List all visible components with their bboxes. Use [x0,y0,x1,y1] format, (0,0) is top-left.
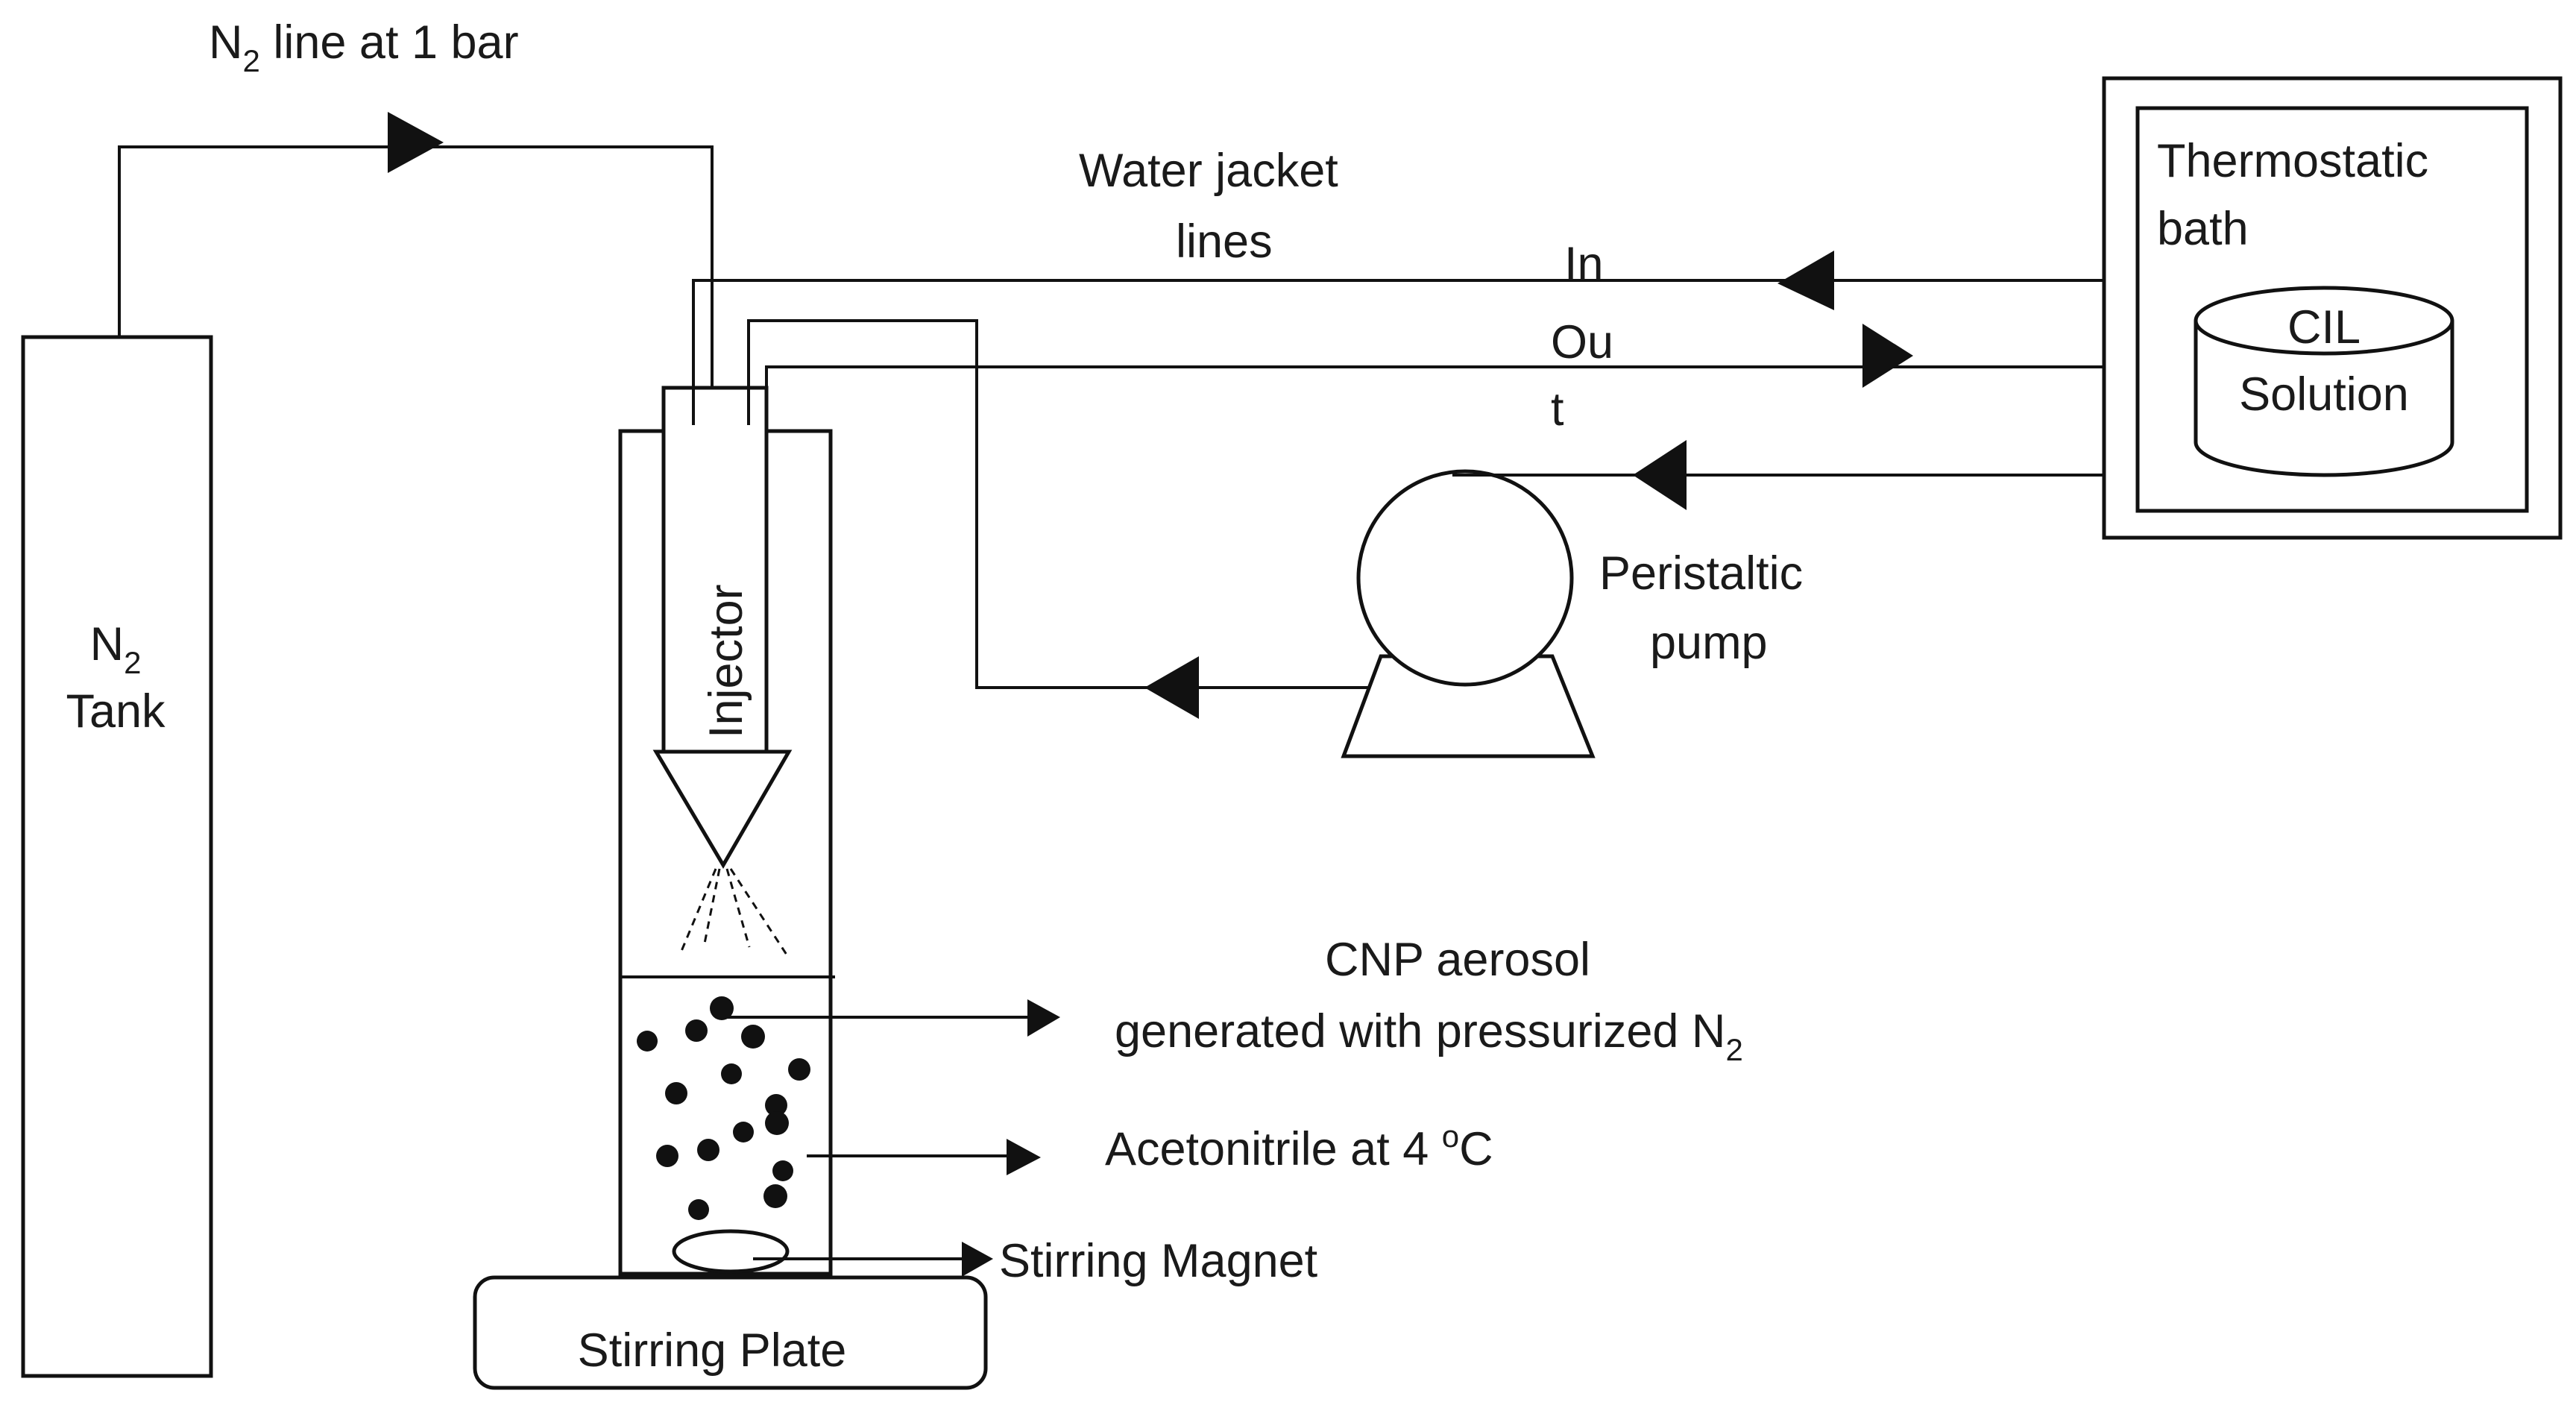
pump-label-1: Peristaltic [1599,547,1803,600]
stirring-plate [473,1275,988,1390]
particle [710,996,734,1020]
particle [685,1019,708,1042]
thermostatic-bath: Thermostatic bath CIL Solution [2102,76,2563,540]
acetonitrile-label: Acetonitrile at 4 oC [1105,1119,1493,1175]
in-label: In [1564,238,1604,290]
n2-line-arrow [388,112,444,173]
out-label-2: t [1551,383,1564,436]
particle [688,1199,709,1220]
particle [637,1031,658,1052]
n2-line-label: N2 line at 1 bar [209,16,519,78]
spray-cone [678,868,788,955]
water-in-line [692,279,2104,425]
water-out-arrow [1862,324,1913,388]
particle [697,1139,719,1161]
particle [763,1184,787,1208]
cil-container-top [2194,286,2454,356]
particle [765,1094,787,1116]
bath-label-1: Thermostatic [2157,135,2428,187]
bath-label-2: bath [2157,203,2249,255]
pump-head [1356,469,1574,687]
water-in-arrow [1777,251,1834,310]
particle [765,1111,789,1135]
cnp-particles [637,996,810,1220]
n2-tank-body [21,335,213,1378]
stirring-plate-label: Stirring Plate [578,1324,847,1377]
stirring-assembly: Stirring Magnet Stirring Plate [473,1229,1318,1390]
n2-tank-label: N2 [90,618,142,680]
water-out-line [765,365,2104,425]
stirring-magnet-arrow [962,1242,993,1277]
stirring-magnet-label: Stirring Magnet [999,1235,1318,1287]
water-jacket-lines: Water jacket lines In Ou t [692,145,2104,436]
n2-tank-word: Tank [66,685,166,738]
cil-label-1: CIL [2287,301,2361,353]
n2-tank: N2 Tank [21,335,213,1378]
injector-nozzle [652,749,793,869]
peristaltic-pump: Peristaltic pump [1341,440,2326,758]
particle [665,1082,687,1104]
pump-label-2: pump [1650,617,1768,669]
particle [656,1145,678,1167]
water-jacket-label-1: Water jacket [1079,145,1338,197]
aerosol-arrow [1027,999,1060,1037]
stirring-magnet [672,1229,790,1274]
injector: Injector [652,319,1467,955]
annotations: CNP aerosol generated with pressurized N… [722,934,1743,1175]
particle [788,1058,810,1081]
particle [733,1122,754,1142]
water-jacket-label-2: lines [1176,216,1273,268]
acetonitrile-arrow [1007,1139,1041,1175]
n2-line: N2 line at 1 bar [118,16,714,425]
cil-container-body [2194,321,2454,477]
cil-feed-arrow [1633,440,1687,510]
cil-label-2: Solution [2239,368,2409,421]
out-label-1: Ou [1551,316,1613,368]
pump-feed-arrow [1144,656,1199,719]
pump-feed-line [747,319,1467,689]
particle [721,1063,742,1084]
particle [772,1160,793,1181]
injector-label: Injector [700,584,752,738]
particle [741,1025,765,1049]
aerosol-label-1: CNP aerosol [1325,934,1590,986]
aerosol-label-2: generated with pressurized N2 [1115,1005,1743,1067]
